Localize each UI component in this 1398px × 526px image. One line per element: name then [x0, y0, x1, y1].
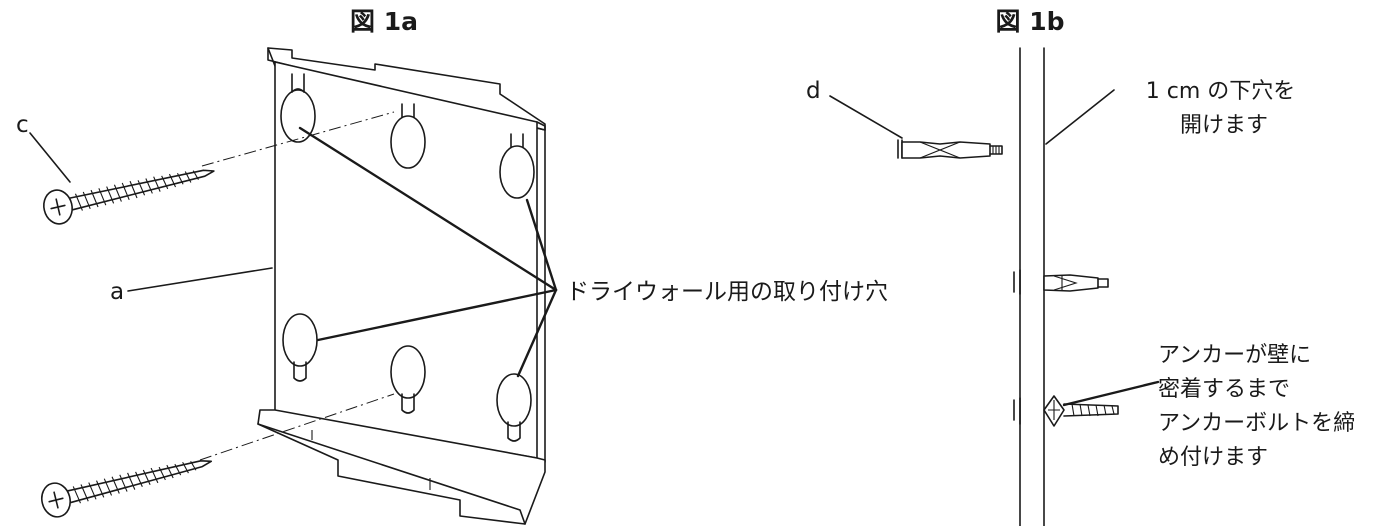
holes-leaders	[298, 126, 558, 378]
label-c: c	[16, 112, 29, 138]
anchor-tightened	[1013, 395, 1119, 427]
leader-d	[829, 95, 903, 139]
screw-bottom	[41, 460, 213, 518]
leader-c	[29, 132, 71, 183]
drywall-holes-label: ドライウォール用の取り付け穴	[566, 279, 888, 305]
wall-section	[1019, 47, 1045, 526]
keyhole-hole	[499, 133, 535, 199]
figure-1b: 図 1b d 1 cm の下穴を 開けます	[806, 7, 1362, 526]
figure-1a: 図 1a	[16, 7, 888, 525]
label-a: a	[110, 279, 124, 305]
keyhole-mounting-holes	[280, 73, 535, 442]
hollow-wall-anchor	[897, 139, 1003, 159]
drill-instruction: 1 cm の下穴を 開けます	[1146, 79, 1303, 138]
tighten-instruction: アンカーが壁に 密着するまで アンカーボルトを締 め付けます	[1158, 343, 1362, 470]
keyhole-hole	[390, 345, 426, 414]
keyhole-hole	[282, 313, 318, 382]
leader-drill	[1045, 89, 1115, 145]
anchor-inserted	[1013, 269, 1109, 295]
leader-a	[127, 267, 273, 292]
keyhole-hole	[496, 373, 532, 442]
label-d: d	[806, 78, 821, 104]
figure-1b-title: 図 1b	[996, 7, 1065, 36]
keyhole-hole	[280, 73, 316, 143]
screw-alignment-line	[199, 393, 395, 461]
leader-tighten	[1062, 380, 1160, 407]
figure-1a-title: 図 1a	[350, 7, 418, 36]
screw-alignment-line	[201, 111, 395, 167]
wall-mount-bracket	[257, 47, 546, 525]
screw-top	[43, 169, 215, 225]
keyhole-hole	[390, 103, 426, 169]
